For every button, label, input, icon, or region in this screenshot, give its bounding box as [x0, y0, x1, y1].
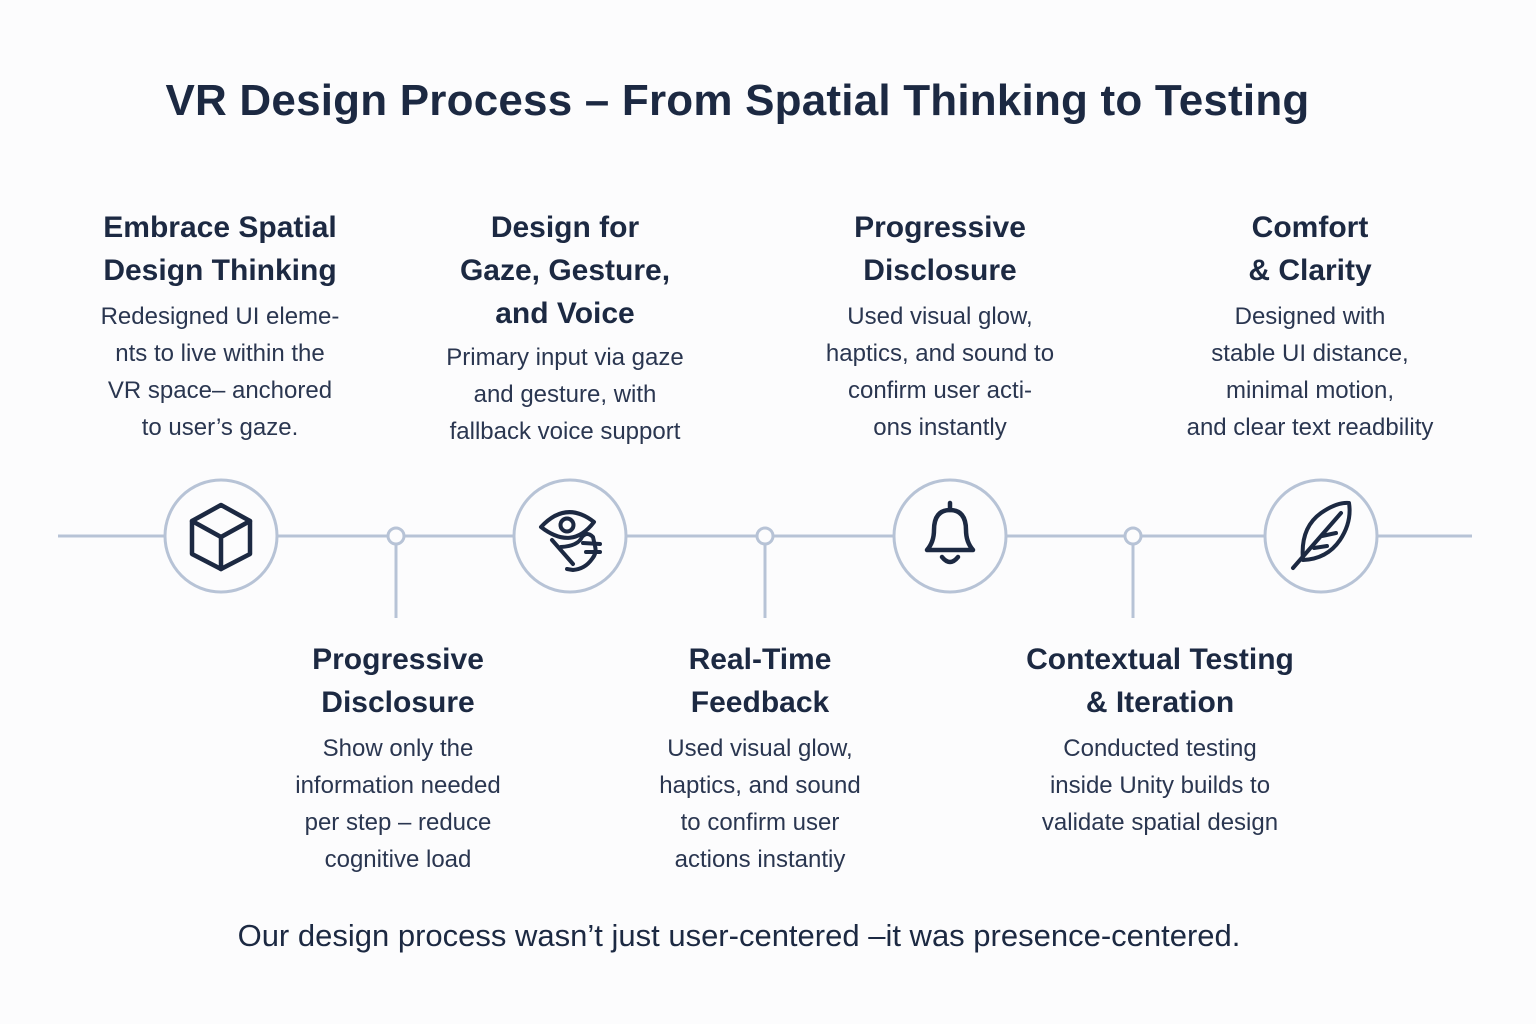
step-title: Contextual Testing & Iteration [1026, 643, 1294, 719]
timeline-node [755, 526, 775, 546]
step-title: Comfort & Clarity [1248, 211, 1372, 287]
step-description: Used visual glow, haptics, and sound to … [825, 303, 1055, 441]
step-description: Used visual glow, haptics, and sound to … [659, 735, 861, 873]
icon-circle [512, 478, 628, 594]
icon-circle [892, 478, 1008, 594]
step-title: Progressive Disclosure [312, 643, 484, 719]
step-description: Designed with stable UI distance, minima… [1186, 303, 1434, 441]
closing-statement: Our design process wasn’t just user-cent… [237, 918, 1241, 953]
timeline-node [386, 526, 406, 546]
eye-hand-icon [539, 510, 602, 572]
step-spatial-design: Embrace Spatial Design Thinking Redesign… [70, 206, 370, 446]
step-progressive-disclosure-bottom: Progressive Disclosure Show only the inf… [250, 638, 546, 878]
step-title: Progressive Disclosure [854, 211, 1026, 287]
step-comfort-clarity: Comfort & Clarity Designed with stable U… [1160, 206, 1460, 446]
cube-icon [189, 502, 253, 572]
icon-circle [163, 478, 279, 594]
step-real-time-feedback: Real-Time Feedback Used visual glow, hap… [610, 638, 910, 878]
feather-icon [1291, 500, 1352, 570]
step-description: Conducted testing inside Unity builds to… [1041, 735, 1279, 836]
timeline-node [1123, 526, 1143, 546]
step-gaze-gesture-voice: Design for Gaze, Gesture, and Voice Prim… [410, 206, 720, 450]
step-title: Real-Time Feedback [688, 643, 832, 719]
step-progressive-disclosure-top: Progressive Disclosure Used visual glow,… [790, 206, 1090, 446]
step-description: Primary input via gaze and gesture, with… [446, 344, 684, 445]
step-title: Embrace Spatial Design Thinking [103, 211, 337, 287]
step-description: Redesigned UI eleme- nts to live within … [100, 303, 340, 441]
page-title: VR Design Process – From Spatial Thinkin… [165, 76, 1310, 125]
step-contextual-testing: Contextual Testing & Iteration Conducted… [1000, 638, 1320, 841]
step-description: Show only the information needed per ste… [295, 735, 501, 873]
bell-icon [924, 500, 976, 565]
icon-circle [1263, 478, 1379, 594]
step-title: Design for Gaze, Gesture, and Voice [459, 211, 671, 330]
